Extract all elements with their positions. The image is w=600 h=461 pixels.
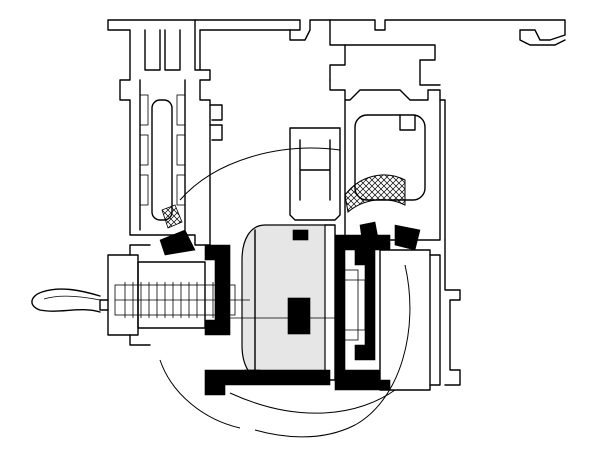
seal-profiles xyxy=(159,221,421,396)
sash-profile xyxy=(241,127,341,381)
swing-arc xyxy=(159,147,411,438)
gasket-hatch xyxy=(344,174,406,213)
cable-handle xyxy=(31,288,101,313)
top-frame-profile xyxy=(194,19,566,86)
lock-cylinder xyxy=(99,244,340,346)
left-frame-profile xyxy=(107,19,223,246)
cable-core xyxy=(43,295,101,301)
gasket-hatch-small xyxy=(161,204,183,229)
right-frame-profile xyxy=(329,79,446,241)
hinge-block xyxy=(337,239,461,391)
